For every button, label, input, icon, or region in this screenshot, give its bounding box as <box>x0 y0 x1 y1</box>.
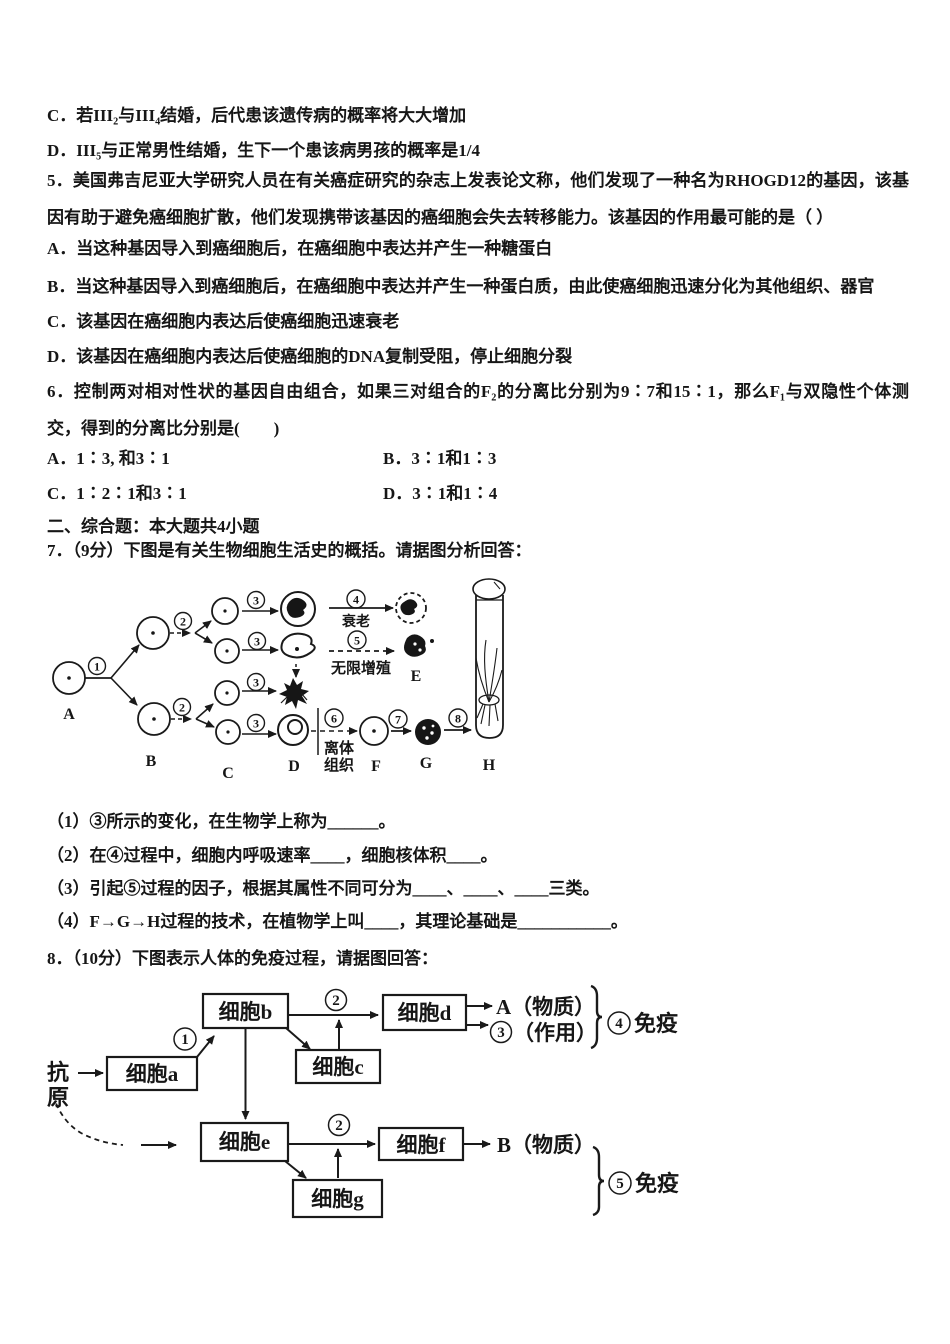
q6-options-row1: A．1∶3, 和3∶1 B．3∶1和1∶3 <box>47 440 909 477</box>
label-h: H <box>483 757 496 774</box>
step4-circled: 4 <box>353 593 359 607</box>
step4-circled: 4 <box>615 1016 623 1032</box>
step3-circled-4: 3 <box>253 717 259 731</box>
brace-immunity-4 <box>590 984 603 1050</box>
proliferation-caption: 无限增殖 <box>330 659 391 677</box>
antigen-dashed-path <box>52 1094 124 1146</box>
q5-option-a: A．当这种基因导入到癌细胞后，在癌细胞中表达并产生一种糖蛋白 <box>47 239 553 258</box>
step7-circled: 7 <box>395 713 401 727</box>
label-a: A <box>63 706 75 723</box>
cell-g-box: 细胞g <box>311 1187 364 1211</box>
antigen-char-2: 原 <box>47 1085 69 1110</box>
section2-title: 二、综合题：本大题共4小题 <box>47 517 260 536</box>
q7-stem: 7．（9分）下图是有关生物细胞生活史的概括。请据图分析回答： <box>47 541 532 560</box>
prev-option-d: D．III₅与正常男性结婚，生下一个患该病男孩的概率是1/4 <box>47 141 480 160</box>
step2-circled-top: 2 <box>180 615 186 629</box>
label-e: E <box>411 668 422 685</box>
tissue-culture-path: 6 离体 组织 7 8 <box>311 708 472 774</box>
cell-a-group: 1 <box>52 644 140 706</box>
q7-sub-3: （3）引起⑤过程的因子，根据其属性不同可分为____、____、____三类。 <box>47 879 600 898</box>
aging-caption: 衰老 <box>341 613 370 630</box>
cell-c-group <box>211 597 241 745</box>
step2-circled-bottom: 2 <box>179 701 185 715</box>
q7-sub-4: （4）F→G→H过程的技术，在植物学上叫____，其理论基础是_________… <box>47 912 628 931</box>
label-c: C <box>222 765 234 782</box>
cell-c-box: 细胞c <box>312 1055 363 1079</box>
immunity-label-5: 免疫 <box>635 1171 679 1196</box>
step2-circled-top: 2 <box>332 993 340 1009</box>
q5-option-c: C．该基因在癌细胞内表达后使癌细胞迅速衰老 <box>47 312 400 331</box>
q5-option-b: B．当这种基因导入到癌细胞后，在癌细胞中表达并产生一种蛋白质，由此使癌细胞迅速分… <box>47 277 875 296</box>
callus-g <box>415 719 441 745</box>
cell-e-box: 细胞e <box>219 1130 270 1154</box>
cell-d-box: 细胞d <box>398 1001 452 1025</box>
amoeba-cell <box>280 632 316 659</box>
effect-label: （作用） <box>513 1021 597 1045</box>
step2-circled-bottom: 2 <box>335 1118 343 1134</box>
invitro-caption-2: 组织 <box>324 756 354 774</box>
step8-circled: 8 <box>455 712 461 726</box>
cell-life-history-figure: 1 2 2 3 3 3 3 <box>52 578 506 782</box>
step3-circled-1: 3 <box>253 594 259 608</box>
invitro-caption-1: 离体 <box>324 739 355 757</box>
substance-a-label: A（物质） <box>496 995 595 1019</box>
aging-path: 4 衰老 <box>329 589 427 630</box>
test-tube-h <box>472 578 506 739</box>
q8-stem: 8．（10分）下图表示人体的免疫过程，请据图回答： <box>47 949 438 968</box>
step5-circled: 5 <box>616 1176 624 1192</box>
step1-circled: 1 <box>94 660 100 674</box>
nucleated-cell <box>277 714 309 746</box>
step5-circled: 5 <box>354 634 360 648</box>
q6-options-row2: C．1∶2∶1和3∶1 D．3∶1和1∶4 <box>47 475 909 512</box>
cell-f-box: 细胞f <box>397 1133 447 1157</box>
step3-circled-3: 3 <box>253 676 259 690</box>
q6-option-c: C．1∶2∶1和3∶1 <box>47 484 187 503</box>
label-d: D <box>288 758 300 775</box>
brace-immunity-5 <box>592 1145 605 1217</box>
substance-b-label: B（物质） <box>497 1133 595 1157</box>
step3-arrows: 3 3 3 3 <box>242 590 279 738</box>
q6-stem: 6．控制两对相对性状的基因自由组合，如果三对组合的F₂的分离比分别为9∶7和15… <box>47 382 909 438</box>
q7-sub-1: （1）③所示的变化，在生物学上称为______。 <box>47 812 396 831</box>
step1-circled: 1 <box>181 1032 189 1048</box>
label-f: F <box>371 758 381 775</box>
q5-option-d: D．该基因在癌细胞内表达后使癌细胞的DNA复制受阻，停止细胞分裂 <box>47 347 573 366</box>
q6-option-a: A．1∶3, 和3∶1 <box>47 449 170 468</box>
prev-option-c: C．若III₂与III₄结婚，后代患该遗传病的概率将大大增加 <box>47 106 467 125</box>
q6-option-b: B．3∶1和1∶3 <box>383 449 497 468</box>
label-g: G <box>420 755 433 772</box>
q6-option-d: D．3∶1和1∶4 <box>383 484 498 503</box>
immunity-label-4: 免疫 <box>634 1011 678 1036</box>
aged-cell <box>395 592 427 624</box>
granular-cell-content <box>286 597 307 618</box>
step3-circled-2: 3 <box>254 635 260 649</box>
cell-b-box: 细胞b <box>219 1000 273 1024</box>
cell-b-group: 2 2 <box>136 611 215 736</box>
antigen-char-1: 抗 <box>47 1060 69 1085</box>
neuron-cell <box>279 678 309 709</box>
q5-stem: 5．美国弗吉尼亚大学研究人员在有关癌症研究的杂志上发表论文称，他们发现了一种名为… <box>47 171 909 227</box>
q7-sub-2: （2）在④过程中，细胞内呼吸速率____，细胞核体积____。 <box>47 846 498 865</box>
cell-a-box: 细胞a <box>126 1062 179 1086</box>
proliferation-path: 5 无限增殖 <box>329 630 434 677</box>
step6-circled: 6 <box>331 712 337 726</box>
immune-process-figure: 抗 原 细胞a 1 细胞b 2 细胞c 细胞d A（物质） 3 （作用） 4 免… <box>47 984 679 1219</box>
step3-circled: 3 <box>497 1025 505 1041</box>
label-b: B <box>146 753 157 770</box>
differentiated-cells-d <box>277 591 316 746</box>
